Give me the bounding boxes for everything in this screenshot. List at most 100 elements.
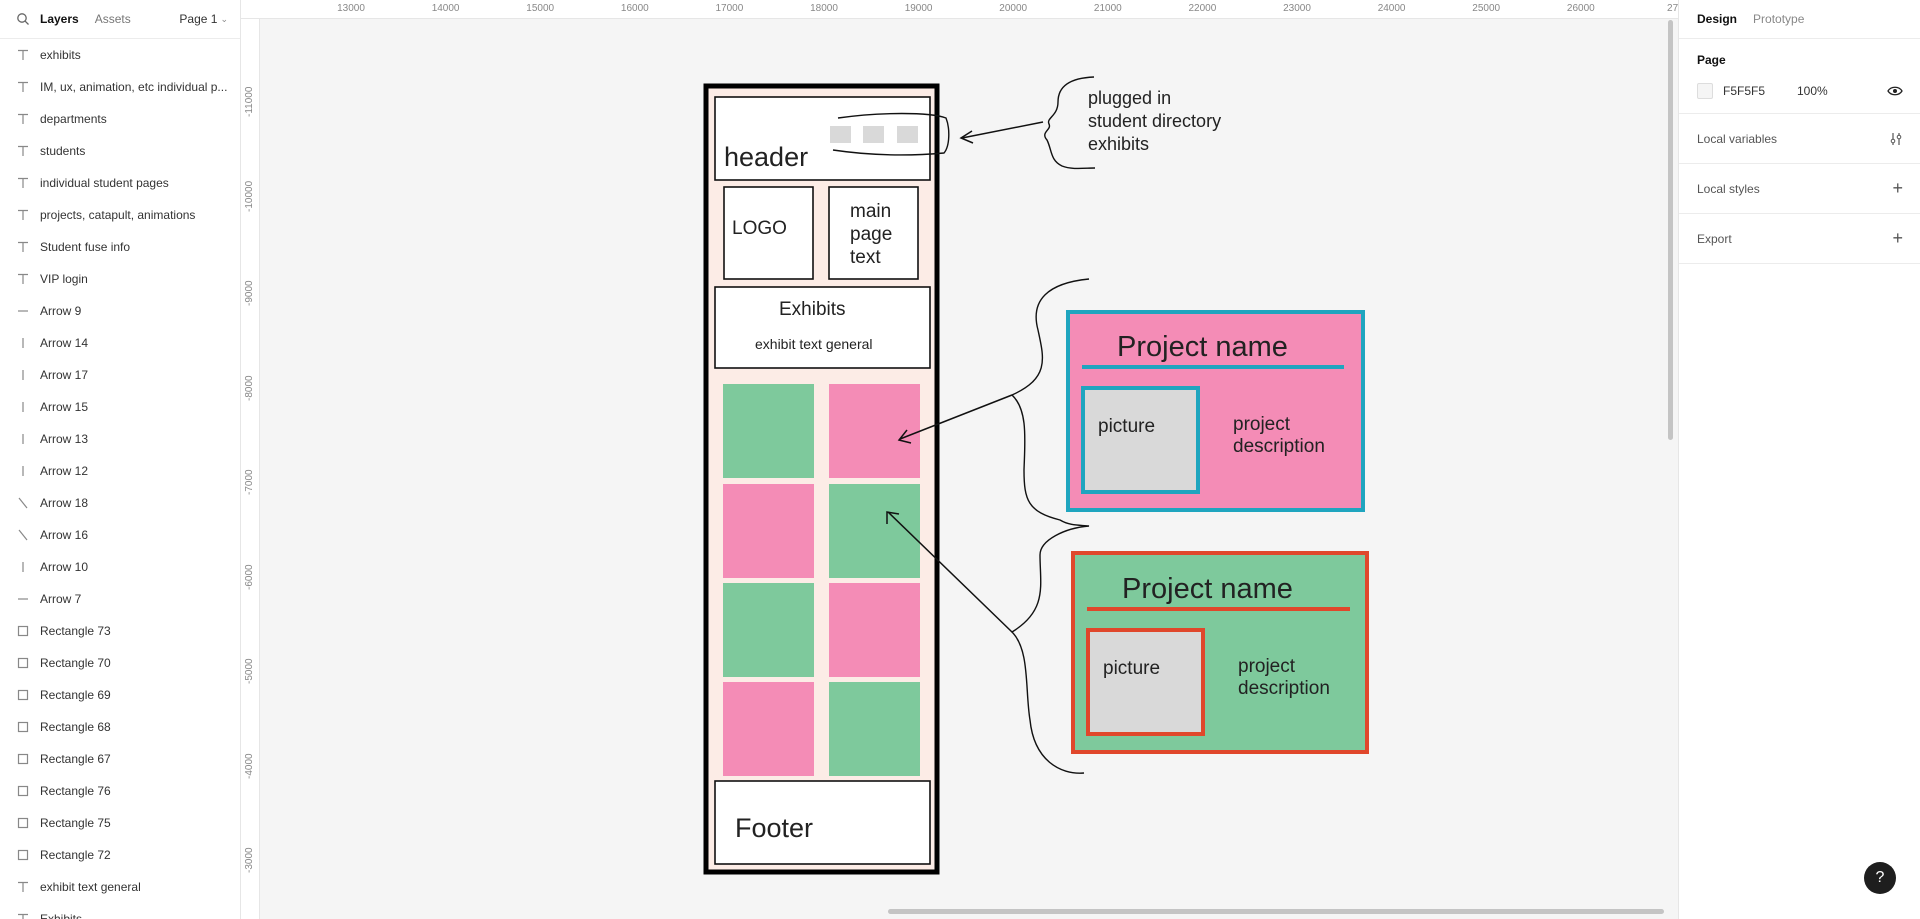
wf-main-text-2[interactable]: page [850, 224, 892, 245]
rectangle-icon [16, 688, 30, 702]
layer-row[interactable]: Arrow 14 [0, 327, 240, 359]
arrow-to-pink-tile[interactable] [899, 394, 1013, 440]
card-pink-picture[interactable] [1081, 386, 1200, 494]
page-fill-row[interactable]: F5F5F5 100% [1697, 83, 1903, 99]
card-green-desc-2[interactable]: description [1238, 678, 1330, 699]
nav-placeholder-2[interactable] [863, 126, 884, 143]
layer-row[interactable]: Arrow 12 [0, 455, 240, 487]
design-canvas[interactable]: header LOGO main page text Exhibits exhi… [260, 19, 1678, 919]
tab-layers[interactable]: Layers [40, 12, 79, 26]
arrow-to-nav[interactable] [961, 121, 1044, 139]
layer-row[interactable]: Rectangle 69 [0, 679, 240, 711]
card-green-title[interactable]: Project name [1122, 573, 1293, 605]
note-line-1[interactable]: plugged in [1088, 88, 1171, 108]
wf-exhibits-box[interactable] [714, 286, 931, 369]
local-styles-row[interactable]: Local styles + [1679, 164, 1920, 214]
layer-row[interactable]: students [0, 135, 240, 167]
arrow-to-green-tile-head[interactable] [886, 511, 900, 524]
tile-5[interactable] [723, 583, 814, 677]
wf-logo-box[interactable] [723, 186, 814, 280]
layer-row[interactable]: Arrow 13 [0, 423, 240, 455]
layer-row[interactable]: Rectangle 70 [0, 647, 240, 679]
layer-row[interactable]: Rectangle 75 [0, 807, 240, 839]
wf-logo-text[interactable]: LOGO [732, 218, 787, 239]
ruler-tick-label: 19000 [904, 3, 933, 14]
tab-assets[interactable]: Assets [94, 12, 131, 26]
tile-2[interactable] [829, 384, 920, 478]
layer-row[interactable]: exhibit text general [0, 871, 240, 903]
arrow-to-pink-tile-head[interactable] [897, 429, 912, 444]
card-green-picture[interactable] [1086, 628, 1205, 736]
page-fill-hex[interactable]: F5F5F5 [1723, 84, 1766, 98]
layer-row[interactable]: individual student pages [0, 167, 240, 199]
note-line-3[interactable]: exhibits [1088, 134, 1149, 154]
layer-row[interactable]: Exhibits [0, 903, 240, 919]
variables-icon[interactable] [1889, 132, 1903, 146]
page-selector-label: Page 1 [179, 12, 218, 26]
rectangle-icon [16, 720, 30, 734]
eye-icon[interactable] [1887, 85, 1903, 97]
layer-row[interactable]: Arrow 9 [0, 295, 240, 327]
tile-8[interactable] [829, 682, 920, 776]
card-green-picture-label[interactable]: picture [1103, 658, 1160, 679]
note-brace[interactable] [1044, 76, 1096, 170]
wf-footer-box[interactable] [714, 780, 931, 865]
wf-main-text-box[interactable] [828, 186, 919, 280]
page-fill-swatch[interactable] [1697, 83, 1713, 99]
wf-header-box[interactable] [714, 96, 931, 181]
wf-main-text-1[interactable]: main [850, 201, 891, 222]
layer-row[interactable]: Arrow 18 [0, 487, 240, 519]
layer-row[interactable]: Rectangle 72 [0, 839, 240, 871]
wf-footer-text[interactable]: Footer [735, 813, 813, 843]
layer-row[interactable]: Rectangle 68 [0, 711, 240, 743]
tab-prototype[interactable]: Prototype [1753, 12, 1805, 26]
layer-row[interactable]: projects, catapult, animations [0, 199, 240, 231]
tile-3[interactable] [723, 484, 814, 578]
wf-header-text[interactable]: header [724, 142, 808, 172]
page-selector[interactable]: Page 1⌄ [179, 12, 228, 26]
search-icon[interactable] [16, 12, 30, 26]
canvas-scrollbar-vertical[interactable] [1668, 20, 1673, 440]
nav-placeholder-1[interactable] [830, 126, 851, 143]
card-pink-desc-2[interactable]: description [1233, 436, 1325, 457]
layer-row[interactable]: Student fuse info [0, 231, 240, 263]
arrow-to-nav-head[interactable] [959, 130, 974, 144]
layer-row[interactable]: Arrow 17 [0, 359, 240, 391]
layer-row[interactable]: exhibits [0, 39, 240, 71]
canvas-scrollbar-horizontal[interactable] [888, 909, 1664, 914]
layer-row[interactable]: Arrow 10 [0, 551, 240, 583]
tile-1[interactable] [723, 384, 814, 478]
card-pink-title[interactable]: Project name [1117, 331, 1288, 363]
wf-exhibits-sub[interactable]: exhibit text general [755, 336, 873, 352]
local-variables-row[interactable]: Local variables [1679, 114, 1920, 164]
layer-row[interactable]: Rectangle 67 [0, 743, 240, 775]
card-pink-picture-label[interactable]: picture [1098, 416, 1155, 437]
cards-brace[interactable] [1010, 278, 1090, 774]
plus-icon[interactable]: + [1892, 228, 1903, 248]
layer-row[interactable]: Arrow 15 [0, 391, 240, 423]
page-fill-opacity[interactable]: 100% [1797, 84, 1828, 98]
layer-row[interactable]: Rectangle 76 [0, 775, 240, 807]
ruler-tick-label: -10000 [244, 180, 255, 212]
tile-4[interactable] [829, 484, 920, 578]
wf-exhibits-title[interactable]: Exhibits [779, 299, 846, 320]
layer-row[interactable]: Arrow 7 [0, 583, 240, 615]
layer-row[interactable]: IM, ux, animation, etc individual p... [0, 71, 240, 103]
note-line-2[interactable]: student directory [1088, 111, 1221, 131]
plus-icon[interactable]: + [1892, 178, 1903, 198]
nav-scribble[interactable] [832, 112, 950, 156]
layer-row[interactable]: VIP login [0, 263, 240, 295]
layer-row[interactable]: Rectangle 73 [0, 615, 240, 647]
layer-row[interactable]: departments [0, 103, 240, 135]
wf-main-text-3[interactable]: text [850, 247, 881, 268]
help-button[interactable]: ? [1864, 862, 1896, 894]
arrow-to-green-tile[interactable] [887, 511, 1013, 633]
tile-6[interactable] [829, 583, 920, 677]
tile-7[interactable] [723, 682, 814, 776]
card-pink-desc-1[interactable]: project [1233, 414, 1291, 435]
card-green-desc-1[interactable]: project [1238, 656, 1296, 677]
layer-row[interactable]: Arrow 16 [0, 519, 240, 551]
nav-placeholder-3[interactable] [897, 126, 918, 143]
tab-design[interactable]: Design [1697, 12, 1738, 26]
export-row[interactable]: Export + [1679, 214, 1920, 264]
